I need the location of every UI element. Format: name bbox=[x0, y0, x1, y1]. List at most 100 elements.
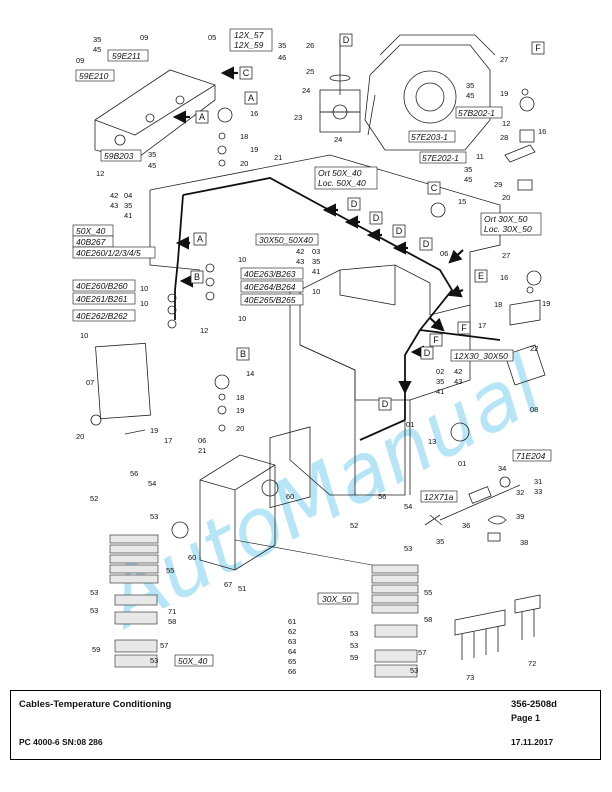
pn-24b: 24 bbox=[334, 135, 342, 144]
label-59b203: 59B203 bbox=[104, 151, 134, 161]
pn-21b: 21 bbox=[198, 446, 206, 455]
pn-32: 32 bbox=[516, 488, 524, 497]
pn-41b: 41 bbox=[312, 267, 320, 276]
pn-27b: 27 bbox=[502, 251, 510, 260]
pn-52a: 52 bbox=[90, 494, 98, 503]
pn-60a: 60 bbox=[286, 492, 294, 501]
pn-66: 66 bbox=[288, 667, 296, 676]
pn-62: 62 bbox=[288, 627, 296, 636]
pn-08: 08 bbox=[530, 405, 538, 414]
label-40b267: 40B267 bbox=[76, 237, 106, 247]
pn-72: 72 bbox=[528, 659, 536, 668]
label-12x30: 12X30_30X50 bbox=[454, 351, 508, 361]
pn-10b: 10 bbox=[312, 287, 320, 296]
pn-42c: 42 bbox=[454, 367, 462, 376]
label-50x40: 50X_40 bbox=[76, 226, 106, 236]
pn-10a: 10 bbox=[238, 255, 246, 264]
label-40e261: 40E261/B261 bbox=[76, 294, 128, 304]
pn-41c: 41 bbox=[436, 387, 444, 396]
view-f-mid2: F bbox=[433, 335, 439, 345]
bracket-assembly bbox=[319, 40, 361, 133]
pn-55a: 55 bbox=[166, 566, 174, 575]
wiring-diagram: AutoManual bbox=[72, 28, 556, 682]
label-71e204: 71E204 bbox=[516, 451, 546, 461]
pn-61: 61 bbox=[288, 617, 296, 626]
label-boxes bbox=[72, 28, 552, 667]
label-12x59: 12X_59 bbox=[234, 40, 264, 50]
pn-19e: 19 bbox=[150, 426, 158, 435]
view-d6: D bbox=[382, 399, 389, 409]
pn-45a: 45 bbox=[93, 45, 101, 54]
gear-housing bbox=[364, 34, 496, 151]
pn-54a: 54 bbox=[148, 479, 156, 488]
pn-09b: 09 bbox=[76, 56, 84, 65]
pn-36: 36 bbox=[462, 521, 470, 530]
label-30x50: 30X_50 bbox=[322, 594, 352, 604]
pn-56a: 56 bbox=[130, 469, 138, 478]
pn-25: 25 bbox=[306, 67, 314, 76]
pn-18c: 18 bbox=[236, 393, 244, 402]
pn-06a: 06 bbox=[440, 249, 448, 258]
pn-11: 11 bbox=[476, 152, 484, 161]
view-letter-boxes bbox=[190, 33, 545, 411]
pn-65: 65 bbox=[288, 657, 296, 666]
pn-04: 04 bbox=[124, 191, 132, 200]
pn-35i: 35 bbox=[436, 537, 444, 546]
pn-13: 13 bbox=[428, 437, 436, 446]
pn-42a: 42 bbox=[110, 191, 118, 200]
label-57e202: 57E202-1 bbox=[422, 153, 459, 163]
pn-45d: 45 bbox=[464, 175, 472, 184]
pn-16c: 16 bbox=[500, 273, 508, 282]
view-a-arrow: A bbox=[199, 112, 205, 122]
pn-10c: 10 bbox=[238, 314, 246, 323]
pn-71: 71 bbox=[168, 607, 176, 616]
pn-43c: 43 bbox=[454, 377, 462, 386]
pn-43b: 43 bbox=[296, 257, 304, 266]
pn-31: 31 bbox=[534, 477, 542, 486]
pn-45c: 45 bbox=[466, 91, 474, 100]
label-ort30: Ort 30X_50 bbox=[484, 214, 528, 224]
jumper-combs bbox=[454, 594, 541, 660]
pn-54b: 54 bbox=[404, 502, 412, 511]
view-c-top: C bbox=[243, 68, 250, 78]
pn-35b: 35 bbox=[93, 35, 101, 44]
pn-53c: 53 bbox=[90, 606, 98, 615]
view-b-mid: B bbox=[194, 272, 200, 282]
pn-12c: 12 bbox=[200, 326, 208, 335]
pn-12b: 12 bbox=[502, 119, 510, 128]
pn-34: 34 bbox=[498, 464, 506, 473]
pn-35e: 35 bbox=[464, 165, 472, 174]
pn-01b: 01 bbox=[458, 459, 466, 468]
pn-21a: 21 bbox=[274, 153, 282, 162]
label-loc50: Loc. 50X_40 bbox=[318, 178, 366, 188]
pn-27a: 27 bbox=[500, 55, 508, 64]
pn-55b: 55 bbox=[424, 588, 432, 597]
view-d-top: D bbox=[343, 35, 350, 45]
pn-56b: 56 bbox=[378, 492, 386, 501]
pn-02: 02 bbox=[436, 367, 444, 376]
pn-67: 67 bbox=[224, 580, 232, 589]
leader-line bbox=[234, 539, 373, 566]
pn-35f: 35 bbox=[124, 201, 132, 210]
pn-58b: 58 bbox=[424, 615, 432, 624]
pn-17a: 17 bbox=[478, 321, 486, 330]
sensor-assembly bbox=[424, 476, 521, 542]
pn-14: 14 bbox=[246, 369, 254, 378]
pn-26: 26 bbox=[306, 41, 314, 50]
label-40e260-series: 40E260/1/2/3/4/5 bbox=[76, 248, 141, 258]
label-30x50-50x40: 30X50_50X40 bbox=[259, 235, 313, 245]
pn-33: 33 bbox=[534, 487, 542, 496]
pn-17b: 17 bbox=[164, 436, 172, 445]
pn-53b: 53 bbox=[90, 588, 98, 597]
label-59e210: 59E210 bbox=[79, 71, 109, 81]
view-d1: D bbox=[351, 199, 358, 209]
doc-page: Page 1 bbox=[511, 713, 541, 723]
label-texts: 12X_57 12X_59 59E211 59E210 59B203 57B20… bbox=[76, 30, 546, 666]
label-loc30: Loc. 30X_50 bbox=[484, 224, 532, 234]
pn-07: 07 bbox=[86, 378, 94, 387]
junction-box bbox=[199, 426, 311, 571]
pn-23: 23 bbox=[294, 113, 302, 122]
view-d3: D bbox=[396, 226, 403, 236]
pn-29: 29 bbox=[494, 180, 502, 189]
pn-20a: 20 bbox=[240, 159, 248, 168]
